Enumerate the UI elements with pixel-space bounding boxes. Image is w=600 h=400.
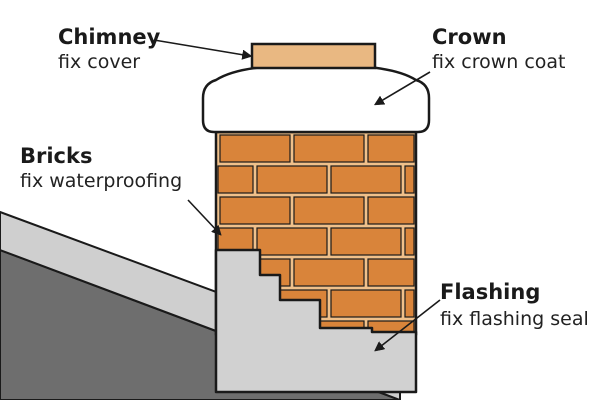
brick bbox=[217, 165, 254, 194]
brick bbox=[256, 227, 328, 256]
brick bbox=[404, 227, 415, 256]
brick bbox=[219, 134, 291, 163]
brick bbox=[330, 289, 402, 318]
chimney-crown bbox=[201, 65, 431, 134]
chimney-subtitle: fix cover bbox=[58, 51, 141, 73]
chimney-cover bbox=[250, 42, 377, 70]
flashing bbox=[214, 248, 418, 394]
brick bbox=[367, 258, 415, 287]
flashing-subtitle: fix flashing seal bbox=[440, 308, 589, 330]
crown-title: Crown bbox=[432, 25, 507, 49]
bricks-title: Bricks bbox=[20, 144, 93, 168]
brick bbox=[367, 134, 415, 163]
brick bbox=[404, 165, 415, 194]
brick bbox=[367, 196, 415, 225]
crown-subtitle: fix crown coat bbox=[432, 51, 566, 73]
chimney-title: Chimney bbox=[58, 25, 161, 49]
brick bbox=[330, 165, 402, 194]
brick bbox=[404, 289, 415, 318]
brick bbox=[219, 196, 291, 225]
brick bbox=[293, 258, 365, 287]
chimney-arrow bbox=[153, 39, 250, 56]
brick bbox=[293, 134, 365, 163]
bricks-subtitle: fix waterproofing bbox=[20, 170, 183, 192]
crown-arrow bbox=[376, 71, 431, 104]
flashing-title: Flashing bbox=[440, 280, 541, 304]
bricks-arrow bbox=[187, 199, 220, 234]
brick bbox=[293, 196, 365, 225]
brick bbox=[256, 165, 328, 194]
flashing-arrow bbox=[376, 299, 441, 350]
brick bbox=[330, 227, 402, 256]
